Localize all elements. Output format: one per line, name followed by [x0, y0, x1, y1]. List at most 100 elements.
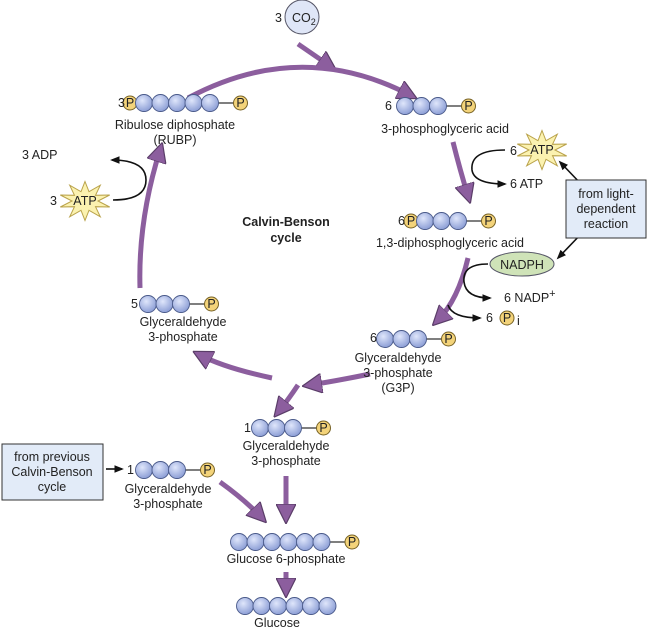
arrow-atp-consumed	[471, 149, 507, 188]
arrow-co2-in	[296, 41, 330, 66]
atp-out-label: 6 ATP	[510, 177, 543, 191]
prev-box-line2: Calvin-Benson	[11, 465, 92, 479]
carbon-atom	[252, 597, 271, 615]
phosphate-group	[316, 420, 331, 436]
cycle-arrows	[137, 41, 468, 590]
g3p-main-name-1: Glyceraldehyde	[355, 351, 442, 365]
arrow-recycle-to-rubp	[137, 150, 160, 289]
carbon-atom	[263, 533, 281, 551]
phosphate-label: P	[348, 535, 356, 549]
light-box-line2: dependent	[576, 202, 636, 216]
prev-box-line3: cycle	[38, 480, 67, 494]
carbon-atom	[155, 295, 174, 313]
phosphate-label: P	[236, 96, 244, 110]
carbon-atom	[269, 597, 287, 615]
arrow-pi-released	[447, 304, 482, 322]
phosphate-label: P	[407, 214, 415, 228]
g3p-out-molecule: P	[251, 419, 331, 437]
rubp-count: 3	[118, 96, 125, 110]
phosphate-group	[461, 98, 476, 114]
nadph-ellipse: NADPH	[489, 251, 555, 277]
phosphate-label: P	[444, 332, 452, 346]
g3p-recycle-count: 5	[131, 297, 138, 311]
carbon-atom	[135, 94, 153, 112]
carbon-atom	[409, 330, 427, 348]
carbon-atom	[139, 295, 157, 313]
atp-in-label: ATP	[530, 143, 553, 157]
nadp-out: 6 NADP+	[504, 288, 556, 305]
carbon-atom	[312, 533, 331, 551]
dpga-name: 1,3-diphosphoglyceric acid	[376, 236, 524, 250]
arrow-nadph-consumed	[463, 263, 492, 302]
carbon-atom	[296, 533, 314, 551]
pga-molecule: P	[396, 97, 476, 115]
arrow-atp-regen	[110, 156, 147, 201]
g3p-out-count: 1	[244, 421, 251, 435]
carbon-atom	[396, 97, 414, 115]
carbon-atom	[416, 212, 434, 230]
phosphate-group	[233, 95, 248, 111]
carbon-atom	[151, 461, 170, 479]
g3p-prev-name-2: 3-phosphate	[133, 497, 203, 511]
carbon-atom	[412, 97, 431, 115]
carbon-atom	[201, 94, 219, 112]
carbon-atom	[168, 94, 186, 112]
co2-count: 3	[275, 11, 282, 25]
carbon-atom	[251, 419, 269, 437]
previous-cycle-box: from previous Calvin-Benson cycle	[1, 443, 104, 501]
carbon-atom	[230, 533, 248, 551]
adp-out-label: 3 ADP	[22, 148, 57, 162]
glucose-name: Glucose	[254, 616, 300, 630]
carbon-atom	[236, 597, 254, 615]
g3p-main-count: 6	[370, 331, 377, 345]
g6p-molecule: P	[230, 533, 360, 551]
g3p-recycle-name-2: 3-phosphate	[148, 330, 218, 344]
phosphate-group	[481, 213, 496, 229]
phosphate-label: P	[203, 463, 211, 477]
carbon-atom	[392, 330, 411, 348]
carbon-atom	[184, 94, 203, 112]
atp-star-right: ATP	[517, 129, 567, 171]
carbon-atom	[449, 212, 467, 230]
atp-regen-label: ATP	[73, 194, 96, 208]
light-dependent-box: from light- dependent reaction	[565, 179, 647, 239]
atp-star-left: ATP	[60, 180, 110, 222]
cycle-title-line1: Calvin-Benson	[242, 215, 330, 229]
carbon-atom	[429, 97, 447, 115]
pga-count: 6	[385, 99, 392, 113]
carbon-atom	[168, 461, 186, 479]
carbon-atom	[284, 419, 302, 437]
phosphate-group	[441, 331, 456, 347]
arrow-pga-to-dpga	[450, 141, 468, 196]
phosphate-group	[200, 462, 215, 478]
g3p-recycle-name-1: Glyceraldehyde	[140, 315, 227, 329]
carbon-atom	[135, 461, 153, 479]
g3p-prev-count: 1	[127, 463, 134, 477]
side-arrows	[106, 149, 584, 473]
carbon-atom	[279, 533, 298, 551]
svg-text:P: P	[503, 311, 511, 325]
phosphate-label: P	[484, 214, 492, 228]
co2-node: 3 CO2	[275, 0, 320, 35]
arrow-prev-to-g6p	[218, 479, 261, 517]
carbon-atom	[285, 597, 304, 615]
g3p-out-name-1: Glyceraldehyde	[243, 439, 330, 453]
g3p-out-name-2: 3-phosphate	[251, 454, 321, 468]
arrow-to-recycle	[200, 355, 273, 381]
carbon-atom	[172, 295, 190, 313]
arrow-to-output	[279, 383, 301, 411]
carbon-atom	[376, 330, 394, 348]
cycle-title-line2: cycle	[270, 231, 301, 245]
g3p-main-name-2: 3-phosphate	[363, 366, 433, 380]
svg-text:i: i	[517, 314, 520, 328]
phosphate-label: P	[464, 99, 472, 113]
dpga-count: 6	[398, 214, 405, 228]
carbon-atom	[318, 597, 337, 615]
pi-count: 6	[486, 311, 493, 325]
g3p-prev-molecule: P	[135, 461, 215, 479]
g6p-name: Glucose 6-phosphate	[227, 552, 346, 566]
carbon-atom	[151, 94, 170, 112]
phosphate-group	[204, 296, 219, 312]
